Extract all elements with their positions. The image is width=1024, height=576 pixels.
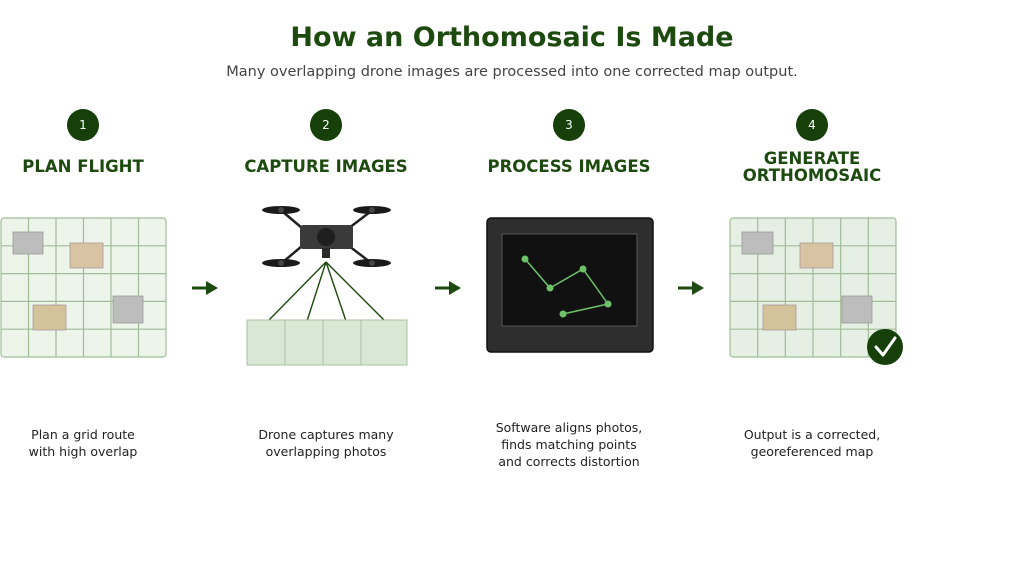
step-3-description: Software aligns photos, finds matching p… — [459, 419, 679, 470]
step-2-description: Drone captures many overlapping photos — [216, 426, 436, 460]
step-2-badge: 2 — [310, 109, 342, 141]
step-3-description-line-3: and corrects distortion — [498, 454, 640, 469]
monitor-icon — [486, 217, 654, 353]
step-4-title-line-1: GENERATE — [763, 149, 861, 168]
right-arrow-icon — [435, 281, 461, 295]
step-1-title: PLAN FLIGHT — [22, 157, 144, 176]
flight-plan-map-grid-icon — [0, 217, 167, 358]
step-4-description-line-1: Output is a corrected, — [743, 427, 881, 442]
step-1-badge: 1 — [67, 109, 99, 141]
step-1-description: Plan a grid route with high overlap — [0, 426, 193, 460]
step-2-title: CAPTURE IMAGES — [244, 157, 408, 176]
step-4-badge: 4 — [796, 109, 828, 141]
step-4-title: GENERATE ORTHOMOSAIC — [702, 150, 922, 184]
step-3-badge: 3 — [553, 109, 585, 141]
step-3-title: PROCESS IMAGES — [487, 157, 651, 176]
step-4-description: Output is a corrected, georeferenced map — [702, 426, 922, 460]
step-4-title-line-2: ORTHOMOSAIC — [742, 166, 882, 185]
step-3-description-line-1: Software aligns photos, — [495, 420, 643, 435]
orthomosaic-map-grid-icon — [729, 217, 897, 358]
step-4-description-line-2: georeferenced map — [750, 444, 874, 459]
right-arrow-icon — [192, 281, 218, 295]
step-2-description-line-2: overlapping photos — [265, 444, 387, 459]
step-2-description-line-1: Drone captures many — [258, 427, 394, 442]
step-1-description-line-2: with high overlap — [28, 444, 138, 459]
checkmark-icon — [867, 329, 903, 365]
camera-view-lines — [267, 261, 386, 322]
drone-icon — [262, 206, 391, 267]
page-title: How an Orthomosaic Is Made — [290, 22, 734, 53]
step-1-description-line-1: Plan a grid route — [31, 427, 135, 442]
page-subtitle: Many overlapping drone images are proces… — [226, 64, 798, 80]
captured-photos — [246, 319, 408, 366]
step-3-description-line-2: finds matching points — [501, 437, 637, 452]
right-arrow-icon — [678, 281, 704, 295]
